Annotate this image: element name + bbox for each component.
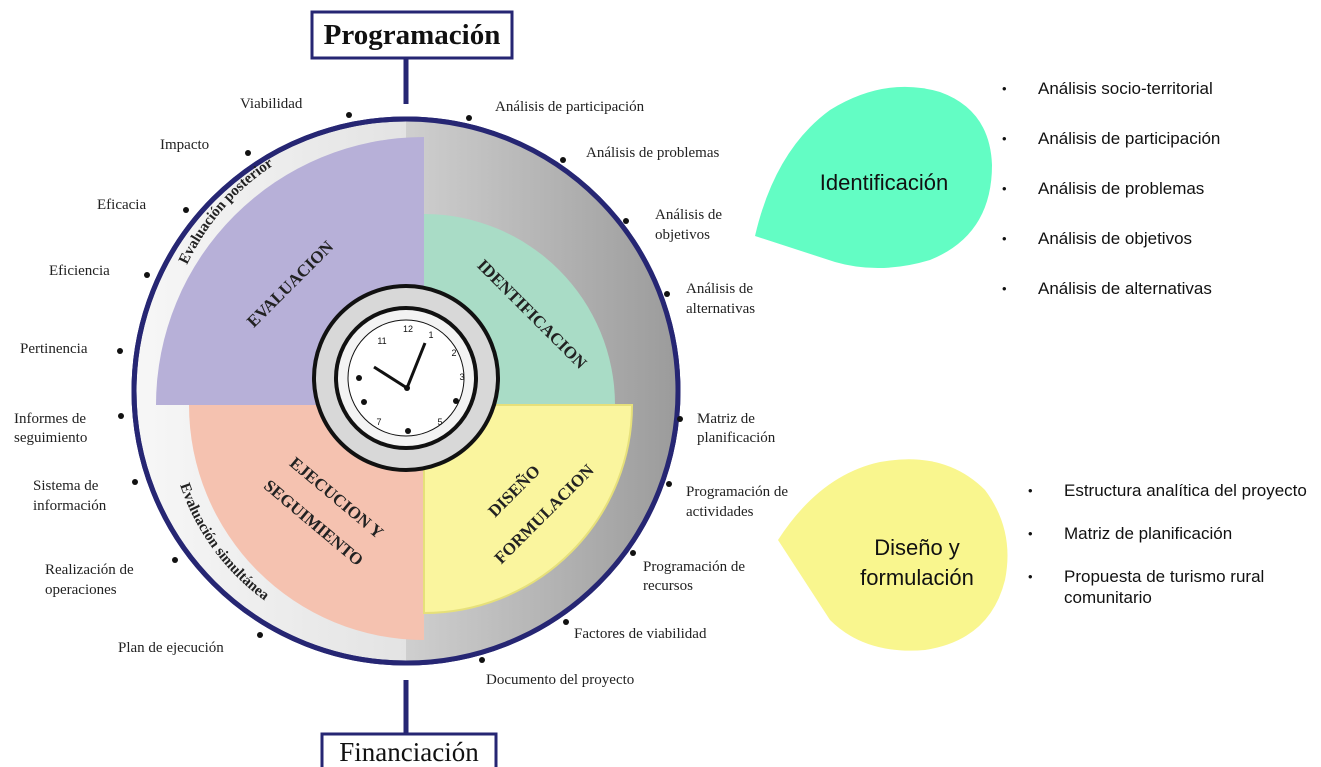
list-item: Análisis de participación — [996, 128, 1220, 149]
clock-hour-dot — [361, 399, 367, 405]
label-prog-actividades-line2: actividades — [686, 504, 754, 520]
perimeter-dot — [346, 112, 352, 118]
clock-hour-hand — [373, 365, 408, 390]
label-objetivos-line2: objetivos — [655, 227, 710, 243]
perimeter-dot — [666, 481, 672, 487]
label-sistema-line1: Sistema de — [33, 478, 99, 494]
clock-number-7: 7 — [376, 417, 381, 427]
label-realizacion-line2: operaciones — [45, 582, 117, 598]
label-informes-line1: Informes de — [14, 411, 86, 427]
perimeter-dot — [560, 157, 566, 163]
diseno-callout-line2: formulación — [860, 565, 974, 590]
perimeter-dot — [118, 413, 124, 419]
label-alternativas-line2: alternativas — [686, 301, 755, 317]
list-item: Análisis de objetivos — [996, 228, 1220, 249]
perimeter-dot — [183, 207, 189, 213]
label-impacto: Impacto — [160, 137, 209, 153]
list-item: Matriz de planificación — [1022, 523, 1312, 544]
perimeter-dot — [563, 619, 569, 625]
label-informes-line2: seguimiento — [14, 430, 87, 446]
clock-hour-dot — [356, 375, 362, 381]
identificacion-list: Análisis socio-territorial Análisis de p… — [996, 78, 1220, 328]
clock-number-2: 2 — [451, 348, 456, 358]
perimeter-dot — [623, 218, 629, 224]
perimeter-dot — [630, 550, 636, 556]
clock-number-3: 3 — [459, 372, 464, 382]
clock-minute-hand — [405, 342, 427, 389]
perimeter-dots — [117, 112, 683, 663]
clock-number-12: 12 — [403, 324, 413, 334]
diseno-list: Estructura analítica del proyecto Matriz… — [1022, 480, 1312, 630]
list-item: Propuesta de turismo rural comunitario — [1022, 566, 1312, 608]
label-prog-recursos-line2: recursos — [643, 578, 693, 594]
label-matriz-line1: Matriz de — [697, 411, 755, 427]
programacion-box — [310, 10, 514, 60]
clock-number-1: 1 — [428, 330, 433, 340]
label-matriz-line2: planificación — [697, 430, 776, 446]
list-item: Análisis de alternativas — [996, 278, 1220, 299]
ejecucion-quadrant — [189, 405, 424, 640]
outer-ring-border — [131, 116, 681, 666]
label-viabilidad: Viabilidad — [240, 96, 303, 112]
label-problemas: Análisis de problemas — [586, 145, 719, 161]
list-item: Análisis de problemas — [996, 178, 1220, 199]
diseno-quadrant — [423, 404, 634, 615]
perimeter-dot — [479, 657, 485, 663]
financiacion-box — [320, 732, 498, 767]
list-item: Estructura analítica del proyecto — [1022, 480, 1312, 501]
clock-number-5: 5 — [437, 417, 442, 427]
label-realizacion-line1: Realización de — [45, 562, 134, 578]
perimeter-dot — [466, 115, 472, 121]
identificacion-callout-label: Identificación — [820, 170, 948, 195]
list-item: Análisis socio-territorial — [996, 78, 1220, 99]
perimeter-dot — [117, 348, 123, 354]
clock-hour-dot — [405, 428, 411, 434]
clock-center — [404, 385, 410, 391]
perimeter-dot — [257, 632, 263, 638]
label-plan-ejecucion: Plan de ejecución — [118, 640, 224, 656]
programacion-label: Programación — [324, 19, 501, 51]
label-participacion: Análisis de participación — [495, 99, 645, 115]
perimeter-dot — [664, 291, 670, 297]
perimeter-dot — [132, 479, 138, 485]
perimeter-dot — [677, 416, 683, 422]
diseno-callout-line1: Diseño y — [874, 535, 960, 560]
label-objetivos-line1: Análisis de — [655, 207, 722, 223]
clock-hour-dot — [453, 398, 459, 404]
clock-face — [347, 319, 465, 437]
label-prog-recursos-line1: Programación de — [643, 559, 745, 575]
perimeter-dot — [144, 272, 150, 278]
perimeter-dot — [245, 150, 251, 156]
clock-number-11: 11 — [377, 336, 386, 346]
label-prog-actividades-line1: Programación de — [686, 484, 788, 500]
label-pertinencia: Pertinencia — [20, 341, 88, 357]
label-eficiencia: Eficiencia — [49, 263, 110, 279]
label-documento: Documento del proyecto — [486, 672, 634, 688]
diseno-callout — [778, 459, 1008, 651]
label-eficacia: Eficacia — [97, 197, 146, 213]
identificacion-callout — [755, 86, 992, 269]
label-factores: Factores de viabilidad — [574, 626, 707, 642]
label-sistema-line2: información — [33, 498, 107, 514]
perimeter-dot — [172, 557, 178, 563]
label-alternativas-line1: Análisis de — [686, 281, 753, 297]
financiacion-label: Financiación — [339, 737, 479, 767]
